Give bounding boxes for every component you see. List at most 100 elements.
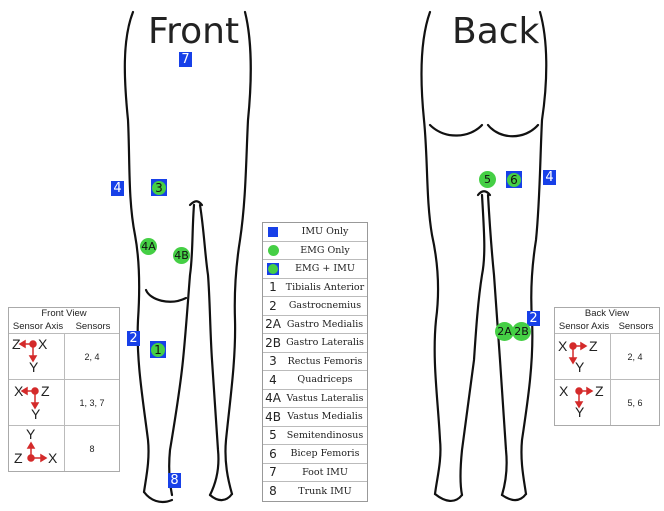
back-sensors-value: 2, 4	[611, 334, 659, 379]
front-view-title: Front	[148, 14, 239, 50]
legend-label: EMG + IMU	[283, 260, 367, 278]
axis-diagram: Z X Y	[9, 334, 65, 379]
back-right-leg-outline	[488, 12, 546, 500]
axis-diagram: X Z Y	[555, 380, 611, 425]
axis-label: X	[558, 338, 567, 354]
front-col-sensors: Sensors	[67, 320, 119, 333]
legend-label: Foot IMU	[283, 464, 367, 482]
sensor-8-imu: 8	[168, 473, 181, 488]
front-right-leg-outline	[200, 12, 251, 500]
back-sensors-value: 5, 6	[611, 380, 659, 425]
axis-label: Z	[12, 336, 21, 352]
legend-label: Rectus Femoris	[283, 353, 367, 371]
sensor-2-imu-back: 2	[527, 311, 540, 326]
sensor-3-combo: 3	[151, 179, 167, 196]
axis-label: Z	[41, 383, 50, 399]
sensor-5-emg: 5	[479, 171, 496, 188]
back-col-axis: Sensor Axis	[555, 320, 613, 333]
legend-label: Bicep Femoris	[283, 445, 367, 463]
sensor-6-label: 6	[507, 173, 521, 187]
back-left-leg-outline	[422, 12, 485, 501]
legend-label: Quadriceps	[283, 371, 367, 389]
legend-symbol: 4	[263, 371, 283, 389]
axis-diagram: X Z Y	[9, 380, 65, 425]
axis-label: Y	[29, 359, 38, 375]
legend-row: EMG Only	[263, 242, 367, 261]
axis-label: X	[559, 383, 568, 399]
axis-label: Y	[31, 406, 40, 422]
legend-symbol: 4A	[263, 390, 283, 408]
legend-label: Gastro Medialis	[283, 316, 367, 334]
axis-label: X	[14, 383, 23, 399]
sensor-2-imu-front: 2	[127, 331, 140, 346]
legend-symbol: 2	[263, 297, 283, 315]
sensor-6-combo: 6	[506, 171, 522, 188]
legend-label: IMU Only	[283, 223, 367, 241]
sensor-2b-emg: 2B	[512, 322, 531, 341]
legend-symbol: 2A	[263, 316, 283, 334]
imu-only-swatch	[268, 227, 278, 237]
front-axis-row: Z X Y 2, 4	[9, 333, 119, 379]
sensor-4-imu-front: 4	[111, 181, 124, 196]
sensor-3-label: 3	[152, 181, 166, 195]
front-sensors-value: 2, 4	[65, 334, 119, 379]
front-sensors-value: 8	[65, 426, 119, 471]
axis-label: X	[48, 450, 57, 466]
legend-label: Gastrocnemius	[283, 297, 367, 315]
axis-diagram: Y Z X	[9, 426, 65, 471]
axis-label: X	[38, 336, 47, 352]
legend-row: EMG + IMU	[263, 260, 367, 279]
legend-symbol: 1	[263, 279, 283, 297]
front-sensors-value: 1, 3, 7	[65, 380, 119, 425]
legend-label: Gastro Lateralis	[283, 334, 367, 352]
emg-only-swatch	[268, 245, 279, 256]
legend-label: Semitendinosus	[283, 427, 367, 445]
legend-symbol: 2B	[263, 334, 283, 352]
back-axis-row: X Z Y 5, 6	[555, 379, 659, 425]
legend-label: Vastus Lateralis	[283, 390, 367, 408]
emg-imu-swatch	[267, 263, 279, 275]
legend-label: EMG Only	[283, 242, 367, 260]
legend-symbol: 3	[263, 353, 283, 371]
axis-label: Y	[26, 426, 35, 442]
legend-label: Vastus Medialis	[283, 408, 367, 426]
front-axis-row: X Z Y 1, 3, 7	[9, 379, 119, 425]
sensor-4a-emg: 4A	[140, 238, 157, 255]
front-table-title: Front View	[9, 308, 119, 320]
front-view-axis-table: Front View Sensor Axis Sensors Z X Y 2, …	[8, 307, 120, 472]
legend-row: IMU Only	[263, 223, 367, 242]
legend-symbol: 8	[263, 482, 283, 501]
front-col-axis: Sensor Axis	[9, 320, 67, 333]
legend-row: 2AGastro Medialis	[263, 316, 367, 335]
legend-symbol: 5	[263, 427, 283, 445]
legend-label: Trunk IMU	[283, 482, 367, 501]
axis-label: Z	[595, 383, 604, 399]
axis-label: Z	[14, 450, 23, 466]
sensor-1-label: 1	[151, 343, 165, 357]
front-axis-row: Y Z X 8	[9, 425, 119, 471]
legend-label: Tibialis Anterior	[283, 279, 367, 297]
axis-diagram: X Z Y	[555, 334, 611, 379]
legend-symbol: 6	[263, 445, 283, 463]
sensor-1-combo: 1	[150, 341, 166, 358]
axis-label: Y	[575, 359, 584, 375]
sensor-4-imu-back: 4	[543, 170, 556, 185]
front-crotch	[190, 201, 202, 205]
axis-label: Y	[575, 404, 584, 420]
back-view-axis-table: Back View Sensor Axis Sensors X Z Y 2, 4	[554, 307, 660, 426]
legend-symbol: 7	[263, 464, 283, 482]
back-axis-row: X Z Y 2, 4	[555, 333, 659, 379]
back-view-title: Back	[452, 14, 539, 50]
back-crotch	[478, 191, 490, 195]
